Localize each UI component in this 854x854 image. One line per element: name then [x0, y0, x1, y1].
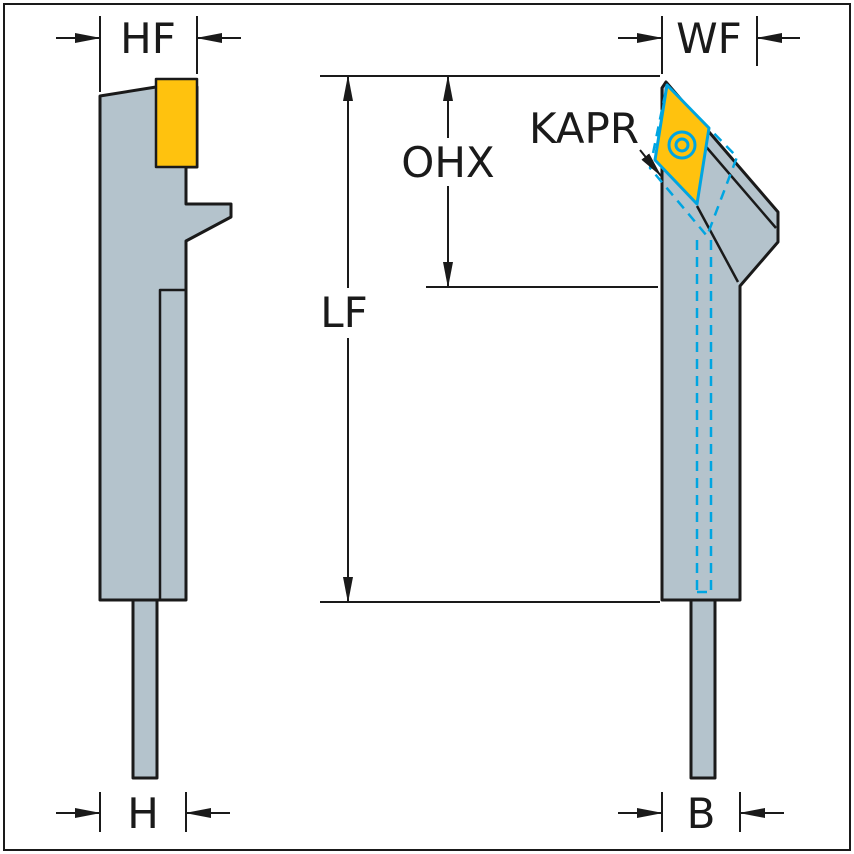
front-view-insert	[653, 83, 711, 206]
dimension-hf: HF	[56, 14, 241, 92]
side-view: HF H	[56, 14, 241, 838]
side-view-seat-line	[158, 288, 186, 600]
screw-hole-outer	[667, 130, 697, 160]
dimension-wf: WF	[618, 14, 800, 74]
label-kapr: KAPR	[529, 104, 639, 153]
dimension-ohx: OHX	[401, 75, 658, 288]
front-view-pocket-edge	[695, 205, 740, 283]
screw-hole-inner	[674, 137, 690, 153]
label-h: H	[127, 789, 159, 838]
front-view-clamp-edge	[701, 141, 777, 229]
hf-extension-lines	[99, 16, 198, 92]
callout-kapr: KAPR	[529, 104, 662, 177]
label-wf: WF	[676, 14, 742, 63]
label-b: B	[687, 789, 716, 838]
label-lf: LF	[320, 288, 368, 337]
side-view-stub	[131, 598, 159, 780]
front-view: WF LF OHX KAPR	[320, 14, 800, 838]
dimension-lf: LF	[320, 75, 660, 603]
front-view-stub	[689, 598, 717, 780]
dimension-h: H	[56, 789, 230, 838]
dimension-b: B	[618, 789, 784, 838]
lf-extension-lines	[320, 75, 660, 603]
label-ohx: OHX	[401, 138, 494, 187]
kapr-leader-arrow	[639, 149, 662, 177]
front-view-body	[660, 80, 780, 602]
label-hf: HF	[120, 14, 176, 63]
hidden-channel-lines	[695, 240, 713, 594]
side-view-insert	[154, 77, 199, 169]
